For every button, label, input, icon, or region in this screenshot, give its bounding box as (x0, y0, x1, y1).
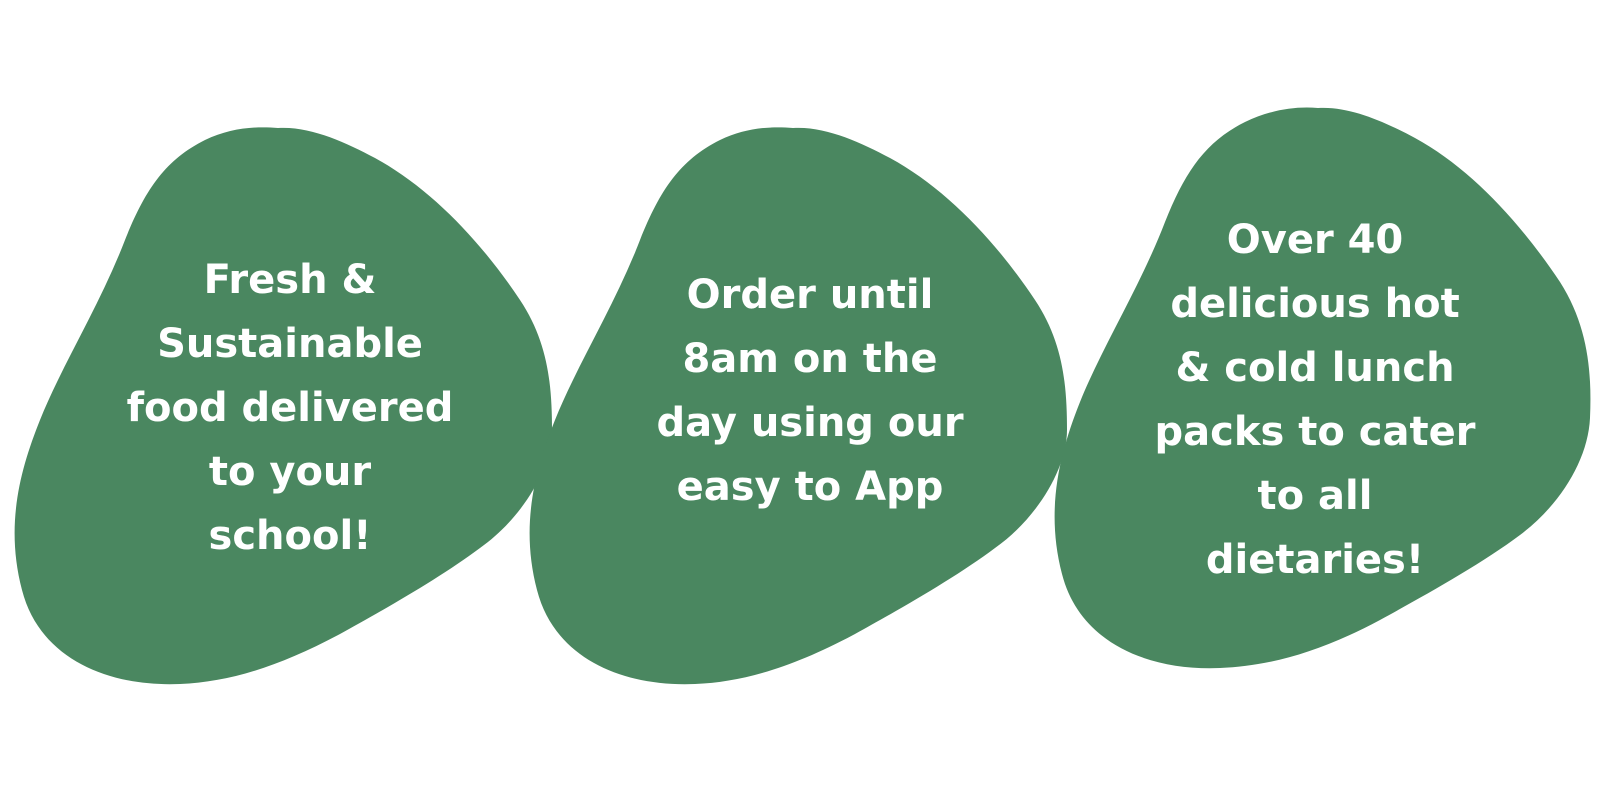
feature-3-line: dietaries! (1205, 537, 1425, 583)
feature-2-line: Order until (686, 272, 934, 318)
blob-1 (14, 127, 553, 685)
feature-1-line: Sustainable (157, 321, 423, 367)
blob-2 (529, 127, 1067, 685)
feature-2-line: easy to App (676, 464, 944, 510)
feature-3-line: Over 40 (1226, 217, 1404, 263)
feature-2-text: Order until 8am on the day using our eas… (630, 263, 990, 519)
feature-1-line: school! (208, 513, 372, 559)
feature-3-line: delicious hot (1170, 281, 1460, 327)
feature-1-line: food delivered (126, 385, 454, 431)
feature-3-line: to all (1257, 473, 1373, 519)
feature-3-line: packs to cater (1154, 409, 1476, 455)
feature-1-text: Fresh & Sustainable food delivered to yo… (110, 248, 470, 568)
feature-1-line: to your (208, 449, 372, 495)
feature-1-line: Fresh & (203, 257, 377, 303)
feature-2-line: day using our (656, 400, 964, 446)
feature-2-line: 8am on the (682, 336, 938, 382)
feature-3-line: & cold lunch (1175, 345, 1455, 391)
blob-3 (1054, 107, 1591, 669)
feature-3-text: Over 40 delicious hot & cold lunch packs… (1135, 208, 1495, 592)
